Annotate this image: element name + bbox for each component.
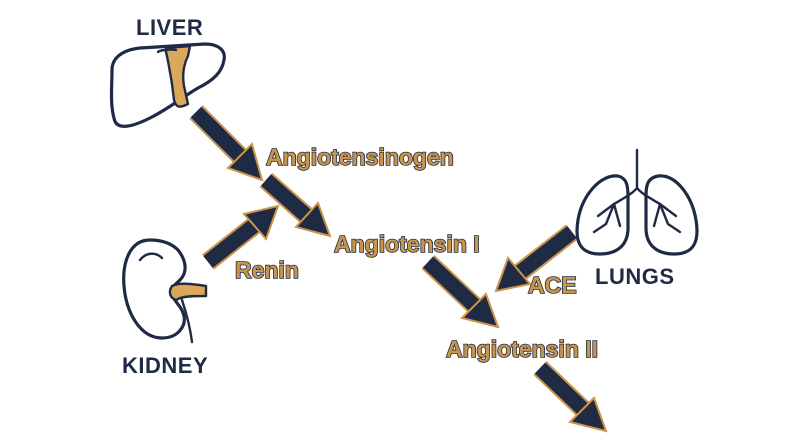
- angiotensin-1-label: Angiotensin I: [334, 231, 480, 257]
- arrow-angiotensin-1-to-angiotensin-2: [421, 255, 500, 329]
- lungs-icon: [575, 148, 699, 256]
- arrow-liver-to-angiotensinogen: [189, 105, 264, 182]
- arrow-angiotensin-2-out: [533, 361, 608, 433]
- kidney-label: KIDNEY: [122, 353, 208, 378]
- ace-label: ACE: [528, 272, 577, 298]
- liver-icon: [109, 42, 226, 128]
- arrows: [189, 105, 608, 433]
- liver-label: LIVER: [136, 15, 203, 40]
- angiotensinogen-label: Angiotensinogen: [266, 144, 454, 170]
- arrow-lungs-ace: [494, 224, 578, 293]
- arrow-angiotensinogen-to-angiotensin-1: [259, 172, 332, 238]
- renin-label: Renin: [235, 257, 299, 283]
- angiotensin-2-label: Angiotensin II: [446, 336, 598, 362]
- arrow-kidney-renin: [202, 204, 280, 270]
- lungs-label: LUNGS: [595, 264, 675, 289]
- kidney-icon: [122, 238, 208, 344]
